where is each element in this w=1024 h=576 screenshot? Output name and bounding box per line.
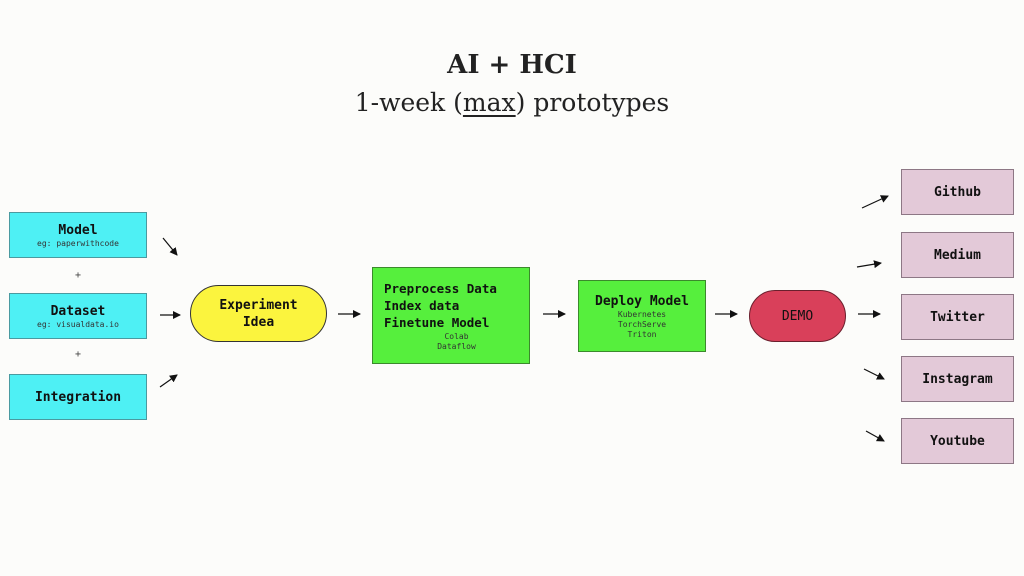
output-medium-label: Medium [934,247,981,263]
model-label: Model [58,222,98,238]
deploy-tool-triton: Triton [627,329,657,339]
output-youtube-label: Youtube [930,433,985,449]
output-twitter: Twitter [901,294,1014,340]
dataset-example: eg: visualdata.io [37,319,119,329]
subtitle-underlined-word: max [462,88,516,117]
arrow-to-instagram [863,368,885,380]
arrow-model-to-idea [162,237,178,256]
experiment-idea-node: Experiment Idea [190,285,327,342]
experiment-line2: Idea [242,314,275,330]
process-tools: Colab Dataflow [384,332,529,352]
process-node: Preprocess Data Index data Finetune Mode… [372,267,530,364]
demo-node: DEMO [749,290,846,342]
output-youtube: Youtube [901,418,1014,464]
deploy-node: Deploy Model Kubernetes TorchServe Trito… [578,280,706,352]
dataset-node: Dataset eg: visualdata.io [9,293,147,339]
process-line2: Index data [384,297,460,313]
diagram-title: AI + HCI [447,50,577,80]
output-twitter-label: Twitter [930,309,985,325]
output-medium: Medium [901,232,1014,278]
process-line3: Finetune Model [384,314,490,330]
process-line1: Preprocess Data [384,280,497,296]
integration-node: Integration [9,374,147,420]
subtitle-open-paren: ( [453,88,463,117]
demo-label: DEMO [781,308,814,324]
deploy-tool-torchserve: TorchServe [617,319,667,329]
process-tool-colab: Colab [444,331,469,341]
plus-sign-2: + [75,349,82,360]
plus-sign-1: + [75,270,82,281]
integration-label: Integration [34,389,122,405]
subtitle-prefix: 1-week [354,88,454,117]
arrow-integration-to-idea [159,374,178,388]
arrow-to-github [861,195,889,209]
deploy-label: Deploy Model [595,293,689,309]
process-tool-dataflow: Dataflow [437,341,476,351]
output-instagram: Instagram [901,356,1014,402]
subtitle-close-paren: ) [515,88,526,117]
output-github-label: Github [934,184,981,200]
model-node: Model eg: paperwithcode [9,212,147,258]
dataset-label: Dataset [50,303,106,319]
deploy-tool-kubernetes: Kubernetes [617,309,667,319]
diagram-subtitle: 1-week (max) prototypes [0,88,1024,117]
experiment-line1: Experiment [219,297,298,313]
arrow-to-medium [856,260,882,269]
arrow-to-youtube [865,430,885,442]
model-example: eg: paperwithcode [37,238,119,248]
subtitle-suffix: prototypes [525,88,670,117]
output-github: Github [901,169,1014,215]
output-instagram-label: Instagram [922,371,993,387]
